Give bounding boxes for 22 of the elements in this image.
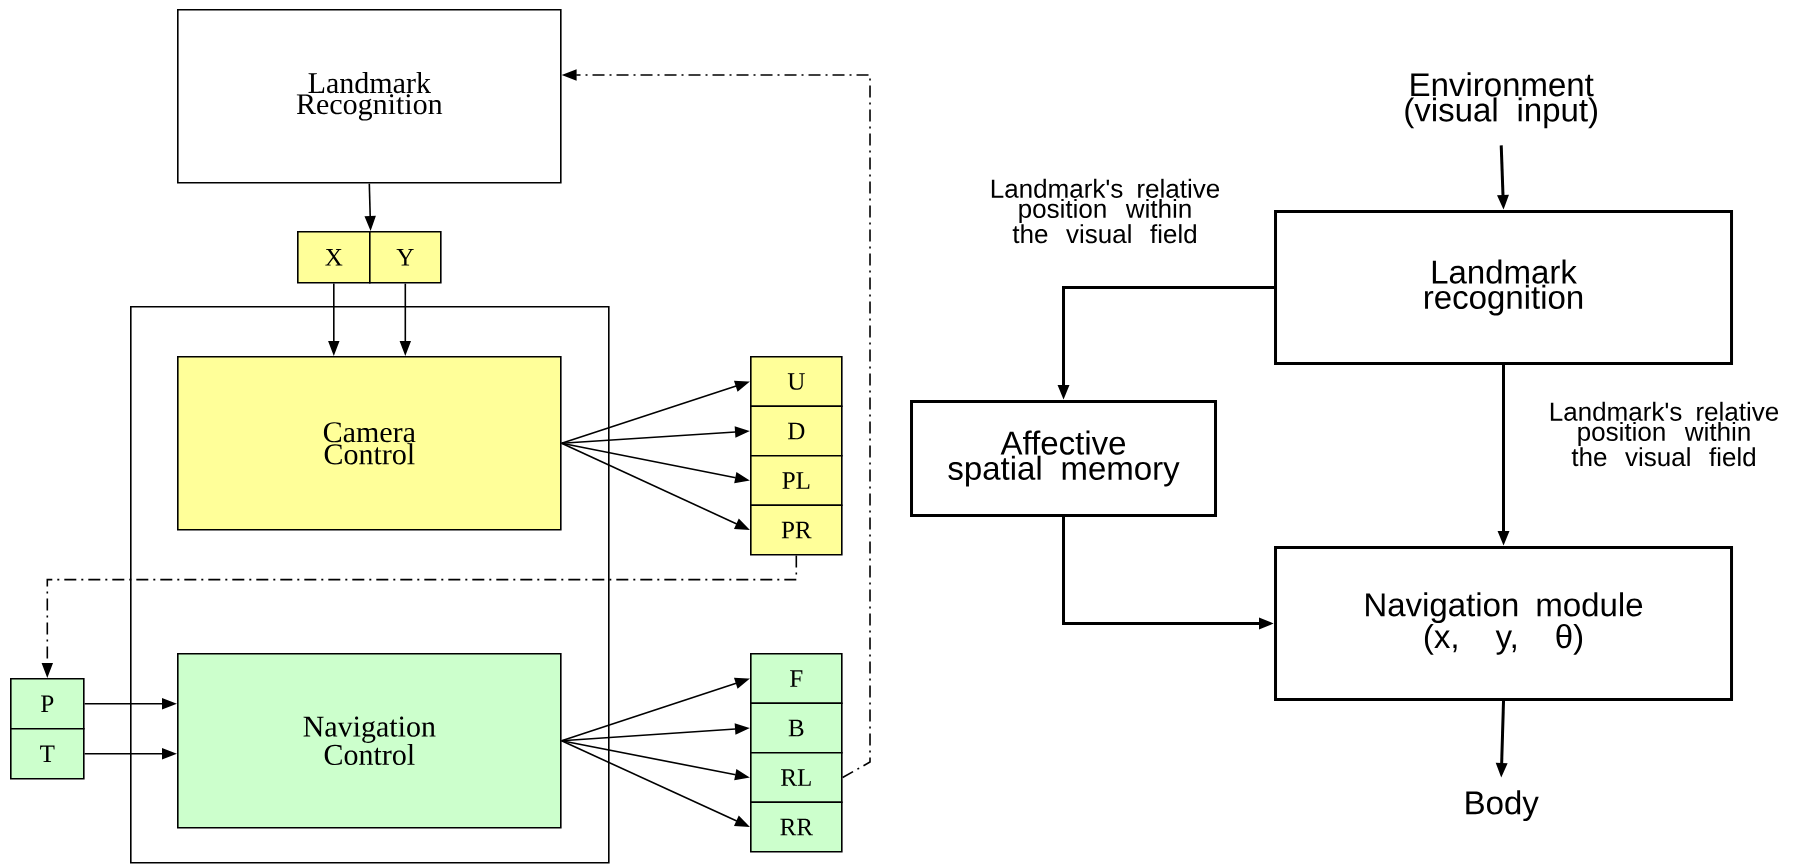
signal-cell: RR: [750, 801, 843, 853]
signal-cell: PL: [750, 455, 843, 507]
control-box: Camera Control: [177, 356, 562, 531]
signal-cell: F: [750, 653, 843, 705]
process-box: Landmark recognition: [1274, 210, 1733, 365]
input-text: Environment (visual input): [1405, 72, 1597, 129]
signal-cell: T: [10, 728, 85, 780]
control-box: Navigation Control: [177, 653, 562, 829]
edge-label: Landmark's relative position within the visual field: [1550, 401, 1779, 467]
signal-cell: X: [297, 231, 371, 284]
signal-cell: B: [750, 702, 843, 754]
process-box: Affective spatial memory: [910, 400, 1217, 517]
signal-cell: D: [750, 405, 843, 457]
recognition-box: Landmark Recognition: [177, 9, 562, 184]
signal-cell: Y: [369, 231, 442, 284]
output-text: Body: [1466, 790, 1539, 822]
edge-label: Landmark's relative position within the visual field: [991, 178, 1220, 244]
signal-cell: U: [750, 356, 843, 408]
signal-cell: PR: [750, 504, 843, 556]
signal-cell: RL: [750, 752, 843, 804]
process-box: Navigation module (x, y, θ): [1274, 546, 1733, 701]
signal-cell: P: [10, 678, 85, 730]
